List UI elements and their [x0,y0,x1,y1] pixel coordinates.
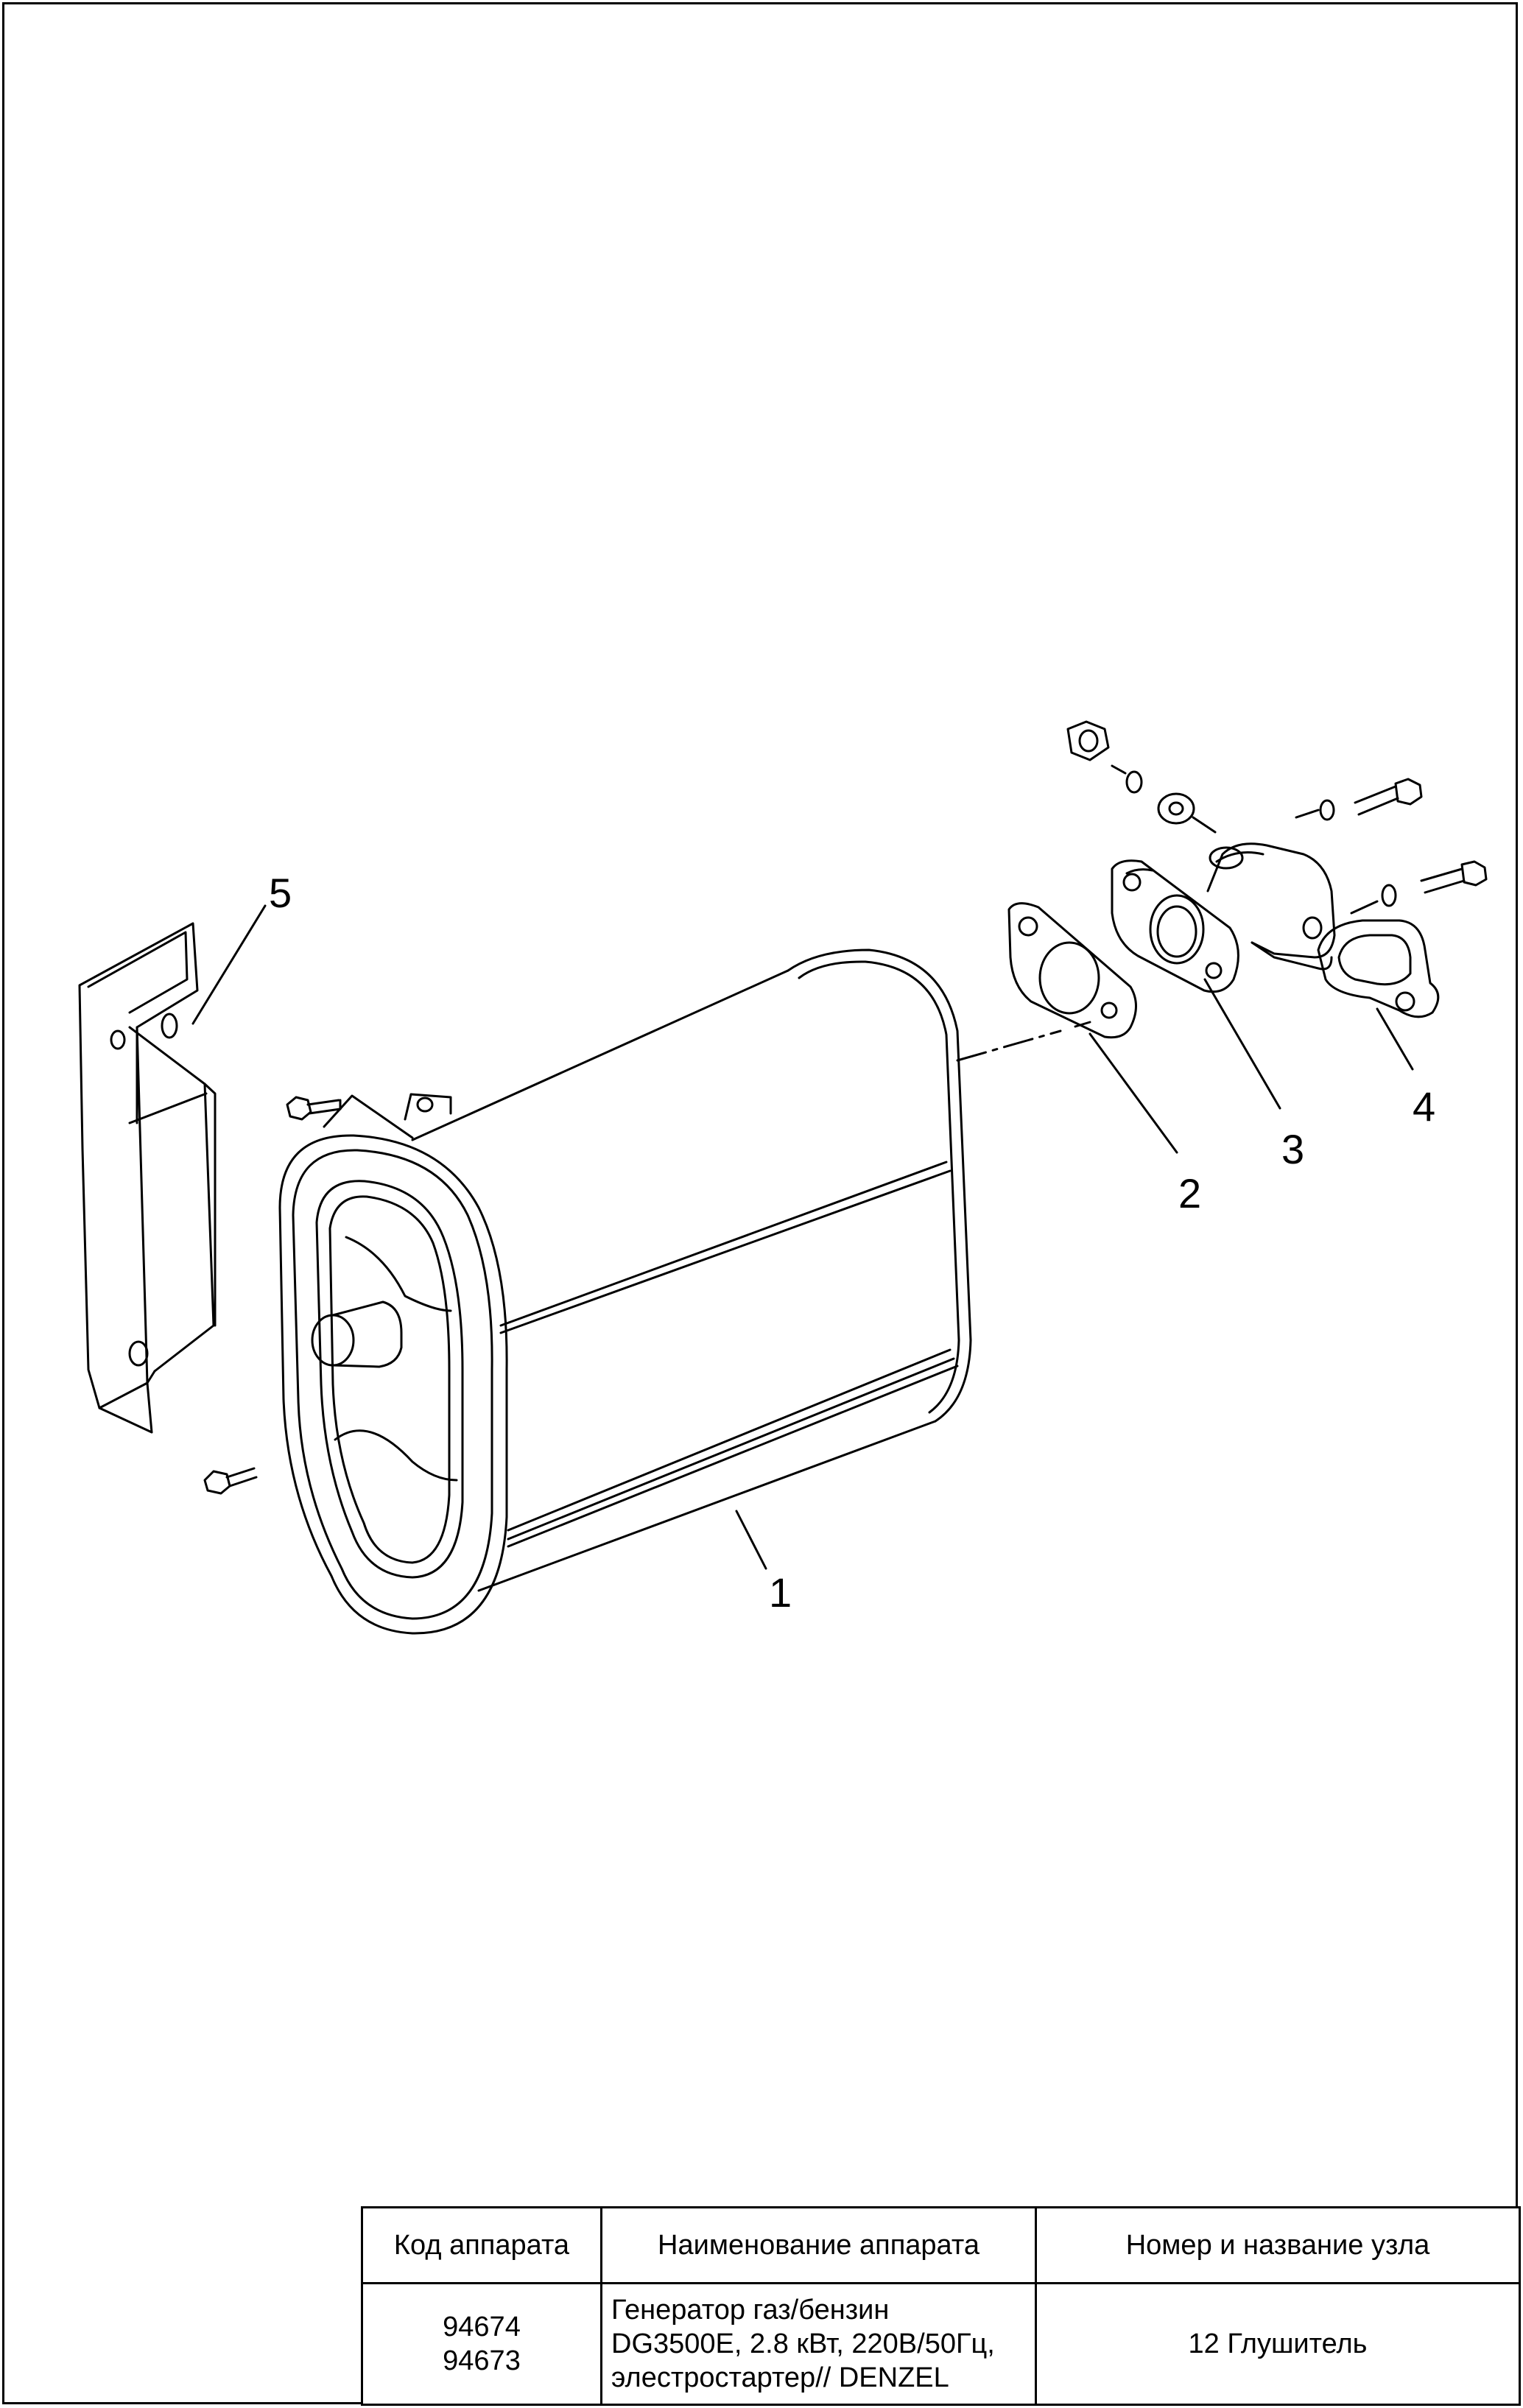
muffler [278,948,972,1635]
leader-1 [735,1510,767,1570]
device-name-cell: Генератор газ/бензин DG3500E, 2.8 кВт, 2… [600,2282,1037,2406]
device-name-line-1: Генератор газ/бензин [611,2295,890,2326]
stud-axis-upper [1111,764,1217,834]
title-block-header-row: Код аппарата Наименование аппарата Номер… [361,2206,1521,2284]
port-gasket [1317,919,1440,1018]
bolt-elbow-upper [1354,778,1423,816]
header-unit: Номер и название узла [1035,2206,1521,2284]
bracket-hole-icon [110,1029,126,1050]
spring-washer-1 [1125,770,1143,794]
device-code-1: 94674 [443,2312,521,2342]
leader-4 [1376,1007,1414,1071]
spring-washer-3 [1381,884,1397,907]
spring-washer-2 [1319,799,1335,821]
callout-1: 1 [769,1569,792,1616]
flat-washer [1157,792,1195,825]
leader-2 [1088,1032,1178,1154]
bolt-axis-upper [1295,809,1320,819]
nut [1066,720,1110,761]
device-name-line-2: DG3500E, 2.8 кВт, 220В/50Гц, [611,2328,995,2359]
title-block-data-row: 94674 94673 Генератор газ/бензин DG3500E… [361,2282,1521,2406]
bolt-axis-lower [1350,900,1379,915]
device-codes-cell: 94674 94673 [361,2282,602,2406]
flange-gasket [1007,902,1137,1039]
bolt-elbow-lower [1420,860,1488,894]
title-block-table: Код аппарата Наименование аппарата Номер… [361,2206,1521,2406]
device-name-line-3: элестростартер// DENZEL [611,2362,949,2393]
leader-3 [1203,978,1281,1110]
callout-3: 3 [1281,1126,1304,1172]
assembly-axis [956,1021,1091,1062]
header-device-name: Наименование аппарата [600,2206,1037,2284]
callout-5: 5 [269,870,292,916]
exhaust-elbow [1111,842,1336,993]
unit-cell: 12 Глушитель [1035,2282,1521,2406]
device-code-2: 94673 [443,2345,521,2376]
mounting-bracket [78,922,217,1434]
bolt-lower [203,1467,258,1495]
callout-4: 4 [1413,1083,1435,1130]
leader-5 [191,904,267,1025]
header-device-code: Код аппарата [361,2206,602,2284]
callout-2: 2 [1178,1170,1201,1217]
